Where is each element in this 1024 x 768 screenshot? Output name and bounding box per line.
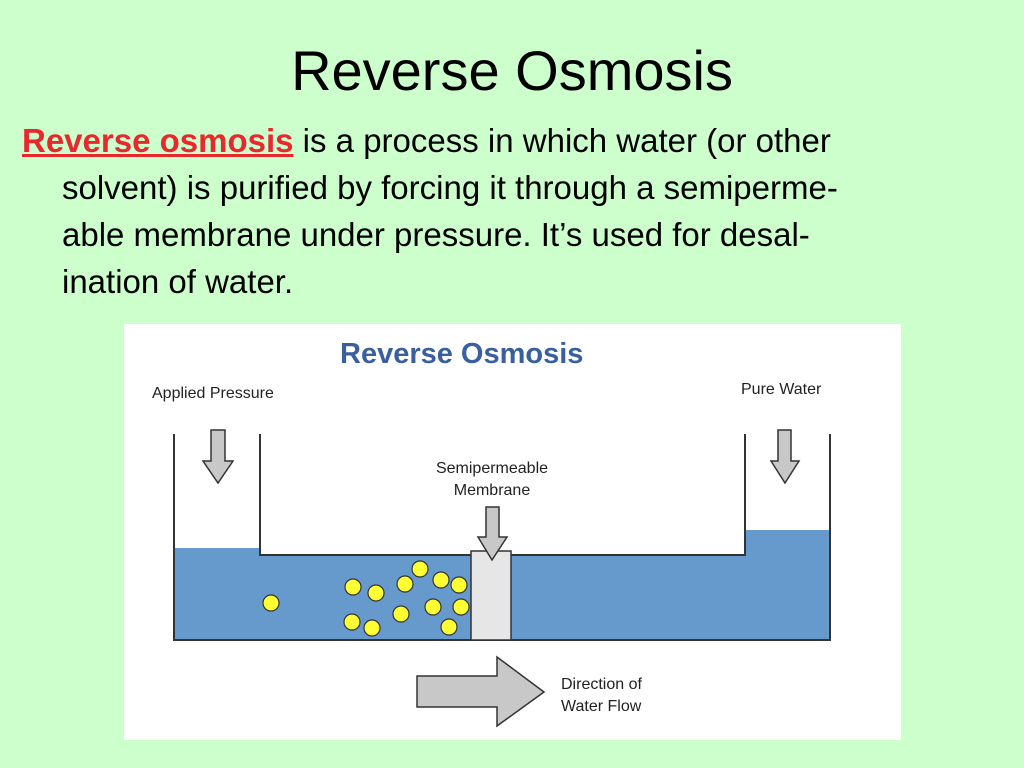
applied-pressure-label: Applied Pressure (152, 385, 274, 402)
flow-label-line-1: Direction of (561, 676, 642, 693)
solute-particle (432, 571, 450, 589)
solute-particle (411, 560, 429, 578)
body-line-1: Reverse osmosis is a process in which wa… (22, 117, 1012, 164)
solute-particle (367, 584, 385, 602)
pure-water-label: Pure Water (741, 381, 822, 398)
applied-pressure-arrow-icon (201, 429, 235, 485)
solute-particle (262, 594, 280, 612)
semipermeable-membrane (470, 550, 512, 641)
flow-label-line-2: Water Flow (561, 698, 642, 715)
body-line-3: able membrane under pressure. It’s used … (62, 216, 810, 253)
solute-particle (344, 578, 362, 596)
solute-particle (440, 618, 458, 636)
diagram-title: Reverse Osmosis (340, 338, 583, 370)
membrane-label-line-2: Membrane (454, 482, 531, 499)
slide-title: Reverse Osmosis (291, 39, 733, 102)
pure-water-arrow-icon (769, 429, 801, 485)
membrane-label-line-1: Semipermeable (436, 460, 548, 477)
slide-body-text: Reverse osmosis is a process in which wa… (22, 117, 1012, 305)
body-line-2: solvent) is purified by forcing it throu… (62, 169, 838, 206)
solute-particle (424, 598, 442, 616)
membrane-arrow-icon (476, 506, 509, 562)
solute-particle (452, 598, 470, 616)
solute-particle (343, 613, 361, 631)
solute-particles (262, 560, 470, 637)
solute-particle (363, 619, 381, 637)
solute-particle (450, 576, 468, 594)
reverse-osmosis-diagram: Reverse Osmosis Applied Pressure Pure Wa… (124, 324, 901, 740)
body-line-1-rest: is a process in which water (or other (293, 122, 831, 159)
body-line-4: ination of water. (62, 263, 294, 300)
solute-particle (396, 575, 414, 593)
water-flow-arrow-icon (416, 655, 546, 728)
solute-particle (392, 605, 410, 623)
term-reverse-osmosis: Reverse osmosis (22, 122, 294, 159)
